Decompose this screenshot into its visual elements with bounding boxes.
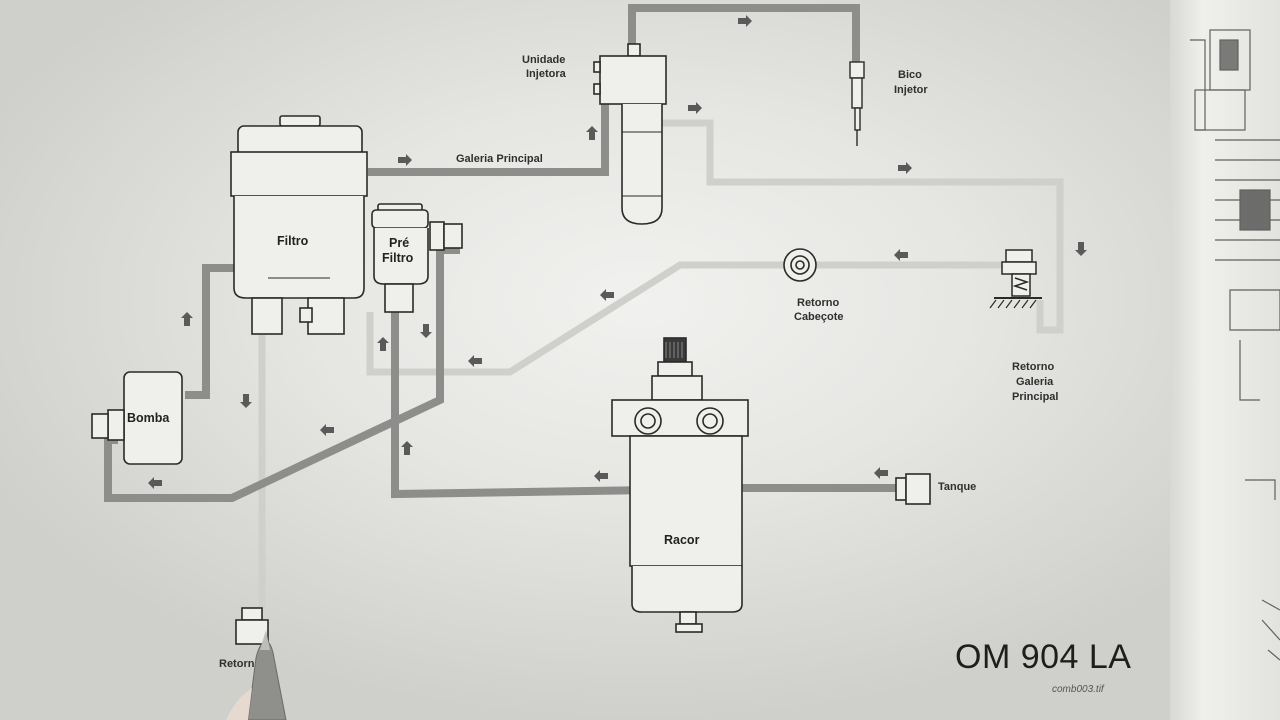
arrow-left <box>874 467 888 479</box>
tanque-label: Tanque <box>938 481 976 493</box>
bomba-label: Bomba <box>127 411 170 425</box>
retorno-bottom-label: Retorno <box>219 658 261 670</box>
retorno-bottom-fitting <box>235 607 269 645</box>
retorno-galeria-label-1: Retorno <box>1012 361 1054 373</box>
arrow-right <box>738 15 752 27</box>
unidade-injetora-label-2: Injetora <box>526 68 567 80</box>
racor-label: Racor <box>664 533 700 547</box>
bico-injetor-label-1: Bico <box>898 69 922 81</box>
arrow-up <box>377 337 389 351</box>
tanque-fitting <box>895 473 931 505</box>
arrow-left <box>148 477 162 489</box>
retorno-galeria-label-3: Principal <box>1012 391 1058 403</box>
arrow-right <box>898 162 912 174</box>
unidade-injetora-label-1: Unidade <box>522 54 565 66</box>
arrow-down <box>420 324 432 338</box>
file-reference: comb003.tif <box>1052 684 1104 695</box>
pre-filtro-component <box>371 203 463 313</box>
bico-injetor-label-2: Injetor <box>894 84 928 96</box>
pre-filtro-label-1: Pré <box>389 236 409 250</box>
arrow-right <box>398 154 412 166</box>
unidade-injetora-component <box>593 43 667 225</box>
galeria-principal-label: Galeria Principal <box>456 153 543 165</box>
retorno-galeria-valve <box>989 249 1042 309</box>
arrow-left <box>468 355 482 367</box>
arrow-down <box>1075 242 1087 256</box>
adjacent-page-edge <box>1170 0 1280 720</box>
arrow-up <box>401 441 413 455</box>
supply-lines <box>104 4 898 502</box>
retorno-cabecote-fitting <box>783 248 817 282</box>
bico-injetor-component <box>849 61 865 146</box>
arrow-up <box>586 126 598 140</box>
arrow-right <box>688 102 702 114</box>
pre-filtro-label-2: Filtro <box>382 251 414 265</box>
retorno-cabecote-label-2: Cabeçote <box>794 311 844 323</box>
filtro-component <box>230 115 368 335</box>
arrow-left <box>600 289 614 301</box>
filtro-label: Filtro <box>277 234 309 248</box>
arrow-left <box>594 470 608 482</box>
adjacent-page-drawing <box>1190 29 1280 661</box>
flow-arrows <box>148 15 1087 489</box>
bomba-component <box>91 371 183 465</box>
arrow-left <box>320 424 334 436</box>
arrow-up <box>181 312 193 326</box>
retorno-cabecote-label-1: Retorno <box>797 297 839 309</box>
pen-tip-overlay <box>226 630 287 720</box>
racor-component <box>611 337 749 633</box>
arrow-left <box>894 249 908 261</box>
arrow-down <box>240 394 252 408</box>
model-title: OM 904 LA <box>955 638 1132 676</box>
retorno-galeria-label-2: Galeria <box>1016 376 1054 388</box>
